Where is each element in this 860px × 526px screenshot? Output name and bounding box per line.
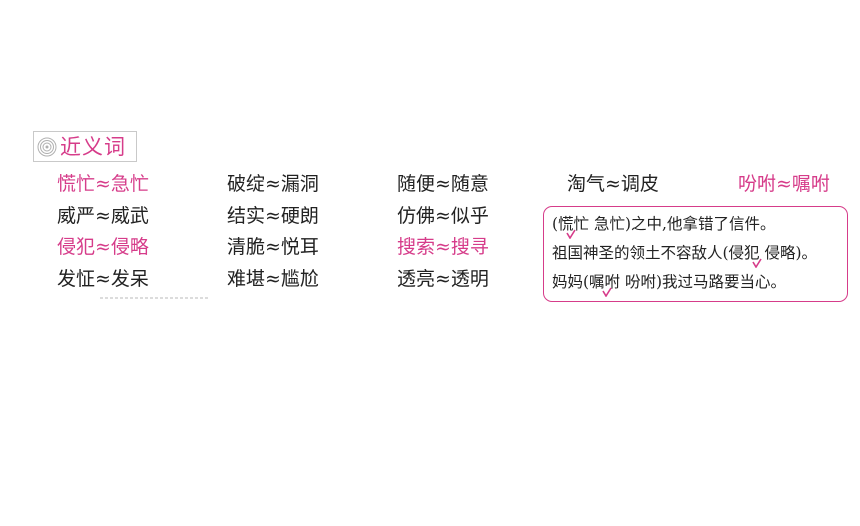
word-pair: 随便≈随意 <box>397 173 489 195</box>
section-title: 近义词 <box>60 135 126 159</box>
word-pair: 威严≈威武 <box>57 205 149 227</box>
word-pair: 侵犯≈侵略 <box>57 236 149 258</box>
word-pair: 破绽≈漏洞 <box>227 173 319 195</box>
checkmark-icon <box>752 258 762 268</box>
example-sentences-box: (慌忙 急忙)之中,他拿错了信件。 祖国神圣的领土不容敌人(侵犯 侵略)。 妈妈… <box>543 206 848 302</box>
spiral-icon <box>37 137 57 157</box>
word-pair: 吩咐≈嘱咐 <box>738 173 830 195</box>
word-pair: 发怔≈发呆 <box>57 268 149 290</box>
section-title-box: 近义词 <box>33 131 137 162</box>
word-pair: 清脆≈悦耳 <box>227 236 319 258</box>
checkmark-icon <box>566 229 576 239</box>
word-pair: 结实≈硬朗 <box>227 205 319 227</box>
example-sentence: (慌忙 急忙)之中,他拿错了信件。 <box>552 215 776 233</box>
word-pair: 淘气≈调皮 <box>567 173 659 195</box>
checkmark-icon <box>602 287 612 297</box>
word-pair: 难堪≈尴尬 <box>227 268 319 290</box>
faint-underline-smudge <box>100 297 208 299</box>
example-sentence: 妈妈(嘱咐 吩咐)我过马路要当心。 <box>552 273 787 291</box>
word-pair: 慌忙≈急忙 <box>57 173 149 195</box>
word-pair: 仿佛≈似乎 <box>397 205 489 227</box>
example-sentence: 祖国神圣的领土不容敌人(侵犯 侵略)。 <box>552 244 818 262</box>
word-pair: 搜索≈搜寻 <box>397 236 489 258</box>
word-pair: 透亮≈透明 <box>397 268 489 290</box>
